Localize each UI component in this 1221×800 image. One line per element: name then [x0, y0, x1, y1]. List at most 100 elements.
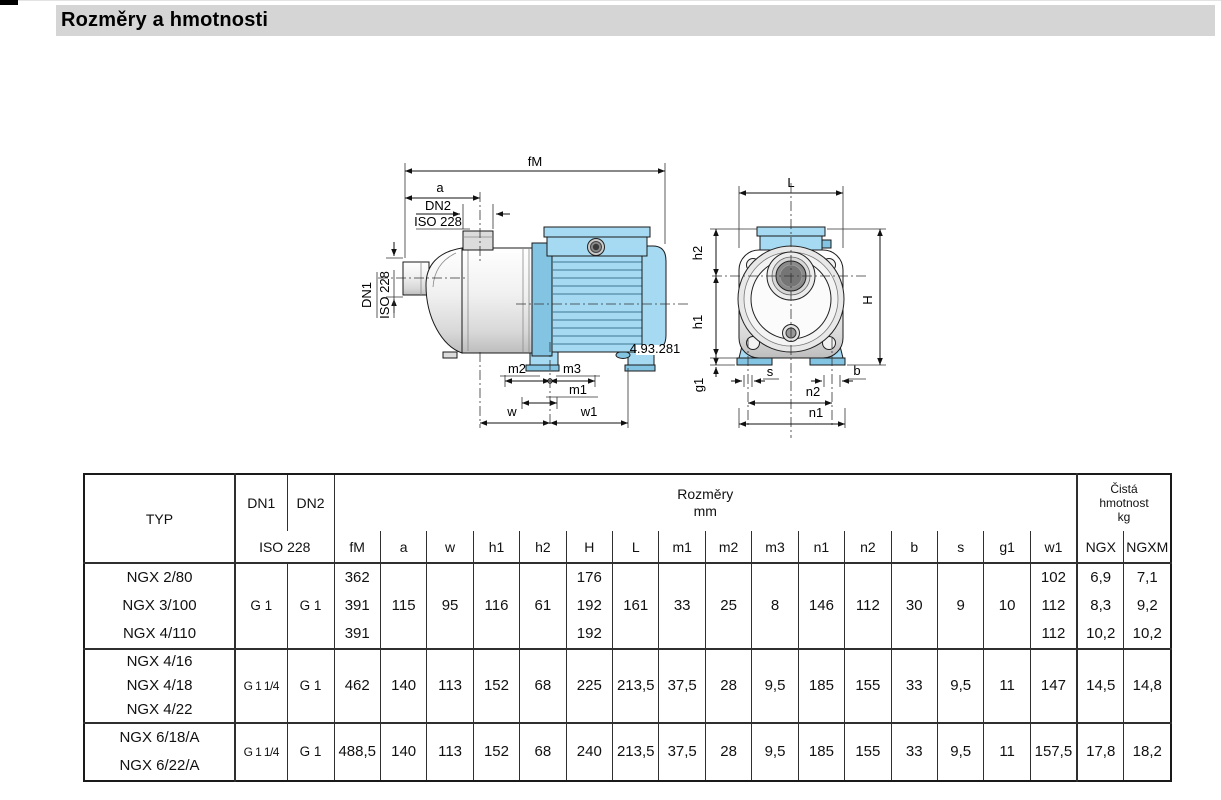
col-header-m2: m2 [704, 531, 753, 564]
cell-m3: 9,5 [751, 648, 799, 724]
dim-label-b: b [853, 363, 860, 378]
cell-ngxm: 14,8 [1123, 648, 1172, 724]
cell-w: 95 [426, 562, 474, 650]
cell-w1: 157,5 [1029, 722, 1078, 782]
cell-m1: 37,5 [658, 648, 706, 724]
col-header-b: b [890, 531, 938, 564]
col-header-dn2: DN2 [286, 473, 335, 531]
cell-a: 115 [379, 562, 428, 650]
cell-H: 176 192 192 [565, 562, 614, 650]
terminal-box-lid [543, 226, 651, 238]
cell-b: 33 [890, 648, 938, 724]
front-gland-stub [821, 239, 832, 249]
dim-label-fM: fM [528, 154, 542, 169]
col-header-L: L [612, 531, 660, 564]
cell-dn2: G 1 [286, 562, 335, 650]
dim-label-w1: w1 [580, 404, 598, 419]
discharge-port [462, 230, 494, 251]
col-header-m3: m3 [751, 531, 799, 564]
cell-ngx: 6,9 8,3 10,2 [1075, 562, 1125, 650]
dim-label-m3: m3 [563, 361, 581, 376]
cell-g1: 10 [983, 562, 1031, 650]
dim-label-m1: m1 [569, 382, 587, 397]
cell-m3: 9,5 [751, 722, 799, 782]
dim-label-h1: h1 [690, 315, 705, 329]
cell-H: 240 [565, 722, 614, 782]
cell-w: 113 [426, 722, 474, 782]
cell-L: 161 [612, 562, 660, 650]
cell-dn1: G 1 [234, 562, 288, 650]
side-front-foot-pad [525, 364, 560, 372]
cell-types: NGX 4/16 NGX 4/18 NGX 4/22 [83, 648, 236, 724]
col-header-w1: w1 [1029, 531, 1078, 564]
col-header-n1: n1 [797, 531, 846, 564]
col-header-iso228: ISO 228 [234, 531, 335, 564]
side-rear-foot-pad [624, 364, 656, 372]
cell-m3: 8 [751, 562, 799, 650]
col-header-g1: g1 [983, 531, 1031, 564]
cell-types: NGX 2/80 NGX 3/100 NGX 4/110 [83, 562, 236, 650]
dim-label-n2: n2 [806, 384, 820, 399]
dimensions-table: TYP DN1 DN2 Rozměry mm Čistá hmotnost kg… [83, 473, 1172, 782]
dim-label-n1: n1 [809, 405, 823, 420]
cell-a: 140 [379, 722, 428, 782]
dim-label-w: w [506, 404, 517, 419]
front-view-dimensions: L H h2 h1 g1 s b n2 [690, 175, 886, 438]
col-header-h1: h1 [472, 531, 521, 564]
header-cista-hmotnost: Čistá hmotnost kg [1075, 473, 1172, 531]
cell-ngxm: 7,1 9,2 10,2 [1123, 562, 1172, 650]
col-header-dn1: DN1 [234, 473, 288, 531]
cell-m1: 33 [658, 562, 706, 650]
col-header-h2: h2 [519, 531, 567, 564]
cell-w1: 147 [1029, 648, 1078, 724]
cell-types: NGX 6/18/A NGX 6/22/A [83, 722, 236, 782]
pump-casing-dome [425, 247, 463, 354]
cell-h2: 68 [519, 722, 567, 782]
cell-n1: 146 [797, 562, 846, 650]
col-header-ngx: NGX [1075, 531, 1125, 564]
cell-s: 9,5 [936, 648, 985, 724]
side-view-dimensions: fM a DN2 ISO 228 DN1 ISO 228 m2 m3 [359, 154, 688, 428]
dim-label-dn1: DN1 [359, 282, 374, 308]
cell-g1: 11 [983, 648, 1031, 724]
dim-label-g1: g1 [691, 378, 706, 392]
header-rozmery-mm: Rozměry mm [333, 473, 1078, 531]
side-view-pump: 4.93.281 [402, 226, 680, 372]
pump-sleeve [461, 247, 533, 354]
cell-dn1: G 1 1/4 [234, 648, 288, 724]
cell-ngx: 14,5 [1075, 648, 1125, 724]
cell-g1: 11 [983, 722, 1031, 782]
cell-m1: 37,5 [658, 722, 706, 782]
section-title-bar: Rozměry a hmotnosti [56, 5, 1215, 36]
cell-dn1: G 1 1/4 [234, 722, 288, 782]
cell-h2: 61 [519, 562, 567, 650]
cell-n2: 155 [844, 722, 892, 782]
cell-dn2: G 1 [286, 648, 335, 724]
cell-fM: 488,5 [333, 722, 381, 782]
dim-label-a: a [436, 180, 444, 195]
cell-h2: 68 [519, 648, 567, 724]
technical-drawings: 4.93.281 fM a DN2 ISO 228 DN1 ISO 228 [359, 154, 886, 438]
side-drain-plug [615, 351, 631, 359]
cell-n2: 155 [844, 648, 892, 724]
table-row-group-2: NGX 4/16 NGX 4/18 NGX 4/22 G 1 1/4 G 1 4… [83, 648, 1172, 724]
page-top-rule [0, 0, 1221, 1]
col-header-a: a [379, 531, 428, 564]
cell-m2: 28 [704, 722, 753, 782]
cell-L: 213,5 [612, 722, 660, 782]
col-header-m1: m1 [658, 531, 706, 564]
cell-h1: 152 [472, 722, 521, 782]
dim-label-H: H [860, 295, 875, 304]
cell-s: 9 [936, 562, 985, 650]
col-header-fM: fM [333, 531, 381, 564]
dim-label-dn1-iso: ISO 228 [377, 271, 392, 319]
col-header-w: w [426, 531, 474, 564]
cell-a: 140 [379, 648, 428, 724]
cell-w1: 102 112 112 [1029, 562, 1078, 650]
dim-label-dn2-iso: ISO 228 [414, 214, 462, 229]
cell-fM: 362 391 391 [333, 562, 381, 650]
cell-fM: 462 [333, 648, 381, 724]
motor-flange [531, 242, 553, 357]
cell-ngxm: 18,2 [1123, 722, 1172, 782]
table-row-group-3: NGX 6/18/A NGX 6/22/A G 1 1/4 G 1 488,5 … [83, 722, 1172, 782]
